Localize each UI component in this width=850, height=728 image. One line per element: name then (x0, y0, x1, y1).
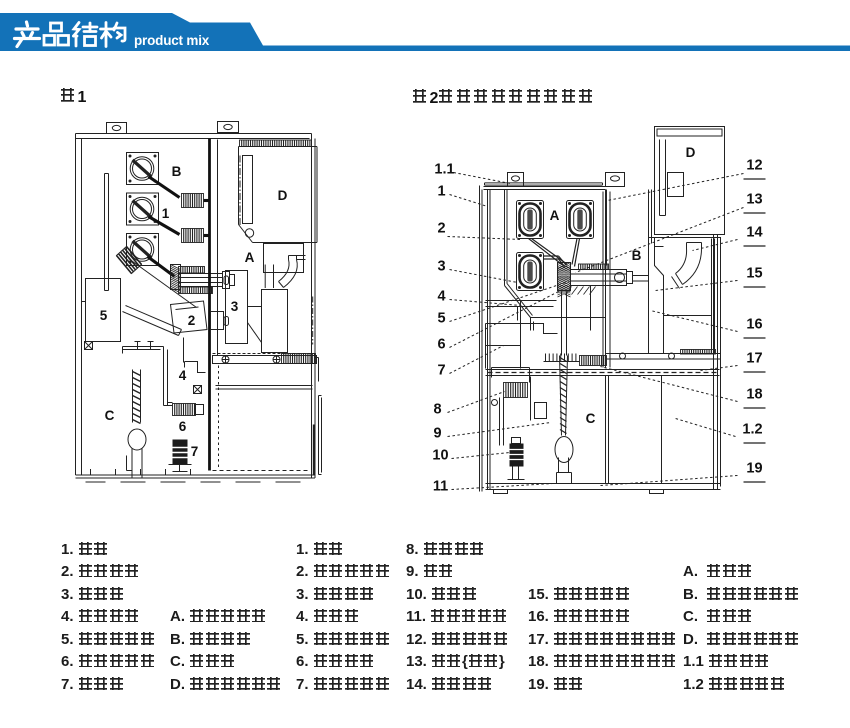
svg-text:13: 13 (746, 191, 762, 207)
svg-text:5: 5 (100, 308, 108, 323)
svg-text:14: 14 (746, 224, 762, 240)
svg-text:17: 17 (746, 350, 762, 366)
svg-text:4: 4 (179, 368, 187, 383)
svg-text:D: D (278, 188, 288, 203)
svg-text:12: 12 (746, 157, 762, 173)
svg-text:7: 7 (191, 444, 199, 459)
svg-text:3: 3 (231, 299, 239, 314)
svg-text:1.2: 1.2 (742, 421, 762, 437)
svg-text:16: 16 (746, 316, 762, 332)
svg-text:2: 2 (437, 220, 445, 236)
svg-text:product mix: product mix (134, 33, 210, 48)
svg-text:C: C (586, 411, 596, 426)
svg-text:15: 15 (746, 265, 762, 281)
svg-text:18: 18 (746, 386, 762, 402)
svg-text:C: C (105, 408, 115, 423)
svg-text:6: 6 (437, 336, 445, 352)
svg-text:2: 2 (188, 313, 196, 328)
svg-text:5: 5 (437, 310, 445, 326)
svg-text:1: 1 (437, 183, 445, 199)
svg-text:B: B (172, 164, 182, 179)
svg-text:D: D (686, 145, 696, 160)
svg-text:19: 19 (746, 460, 762, 476)
svg-text:8: 8 (433, 401, 441, 417)
svg-text:B: B (632, 248, 642, 263)
svg-text:1: 1 (162, 206, 170, 221)
svg-text:1.1: 1.1 (434, 161, 454, 177)
svg-text:9: 9 (433, 425, 441, 441)
svg-text:10: 10 (432, 447, 448, 463)
svg-text:6: 6 (179, 419, 187, 434)
svg-text:4: 4 (437, 288, 445, 304)
svg-text:7: 7 (437, 362, 445, 378)
svg-text:A: A (245, 250, 255, 265)
svg-text:A: A (550, 208, 560, 223)
svg-text:11: 11 (433, 478, 448, 494)
svg-text:3: 3 (437, 258, 445, 274)
